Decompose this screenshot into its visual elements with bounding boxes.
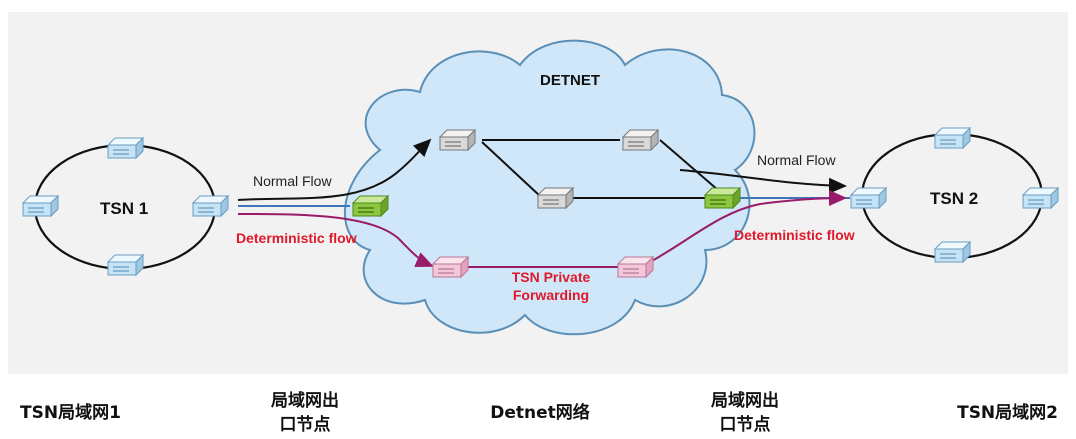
tsn2-switch-bottom	[934, 241, 971, 263]
private-forwarding-line1: TSN Private	[512, 269, 591, 285]
tsn2-label: TSN 2	[930, 189, 978, 208]
caption-egress-left-line2: 口节点	[280, 414, 331, 435]
tsn2-switch-right	[1022, 187, 1059, 209]
private-switch-right	[617, 256, 654, 278]
left-normal-flow-arrow	[237, 138, 432, 201]
core-link-right	[659, 139, 719, 191]
caption-egress-right-line2: 口节点	[720, 414, 771, 435]
caption-tsn-lan-2: TSN局域网2	[957, 402, 1058, 423]
tsn1-switch-left	[22, 195, 59, 217]
core-link-diag	[481, 141, 541, 197]
caption-egress-right-line1: 局域网出	[711, 390, 779, 411]
core-switch-top-right	[622, 129, 659, 151]
normal-flow-label-right: Normal Flow	[757, 152, 836, 168]
right-deterministic-flow-arrow	[649, 190, 847, 263]
core-switch-middle	[537, 187, 574, 209]
deterministic-flow-label-right: Deterministic flow	[734, 227, 855, 243]
deterministic-flow-label-left: Deterministic flow	[236, 230, 357, 246]
left-deterministic-flow-arrow	[237, 213, 434, 268]
left-edge-switch	[352, 195, 389, 217]
tsn1-switch-right	[192, 195, 229, 217]
core-switch-top-left	[439, 129, 476, 151]
private-forwarding-line2: Forwarding	[513, 287, 589, 303]
tsn2-switch-left	[850, 187, 887, 209]
private-switch-left	[432, 256, 469, 278]
tsn2-switch-top	[934, 127, 971, 149]
normal-flow-label-left: Normal Flow	[253, 173, 332, 189]
tsn1-switch-bottom	[107, 254, 144, 276]
cloud-title: DETNET	[540, 72, 600, 89]
caption-egress-left-line1: 局域网出	[271, 390, 339, 411]
tsn1-label: TSN 1	[100, 199, 148, 218]
caption-tsn-lan-1: TSN局域网1	[20, 402, 121, 423]
caption-detnet-network: Detnet网络	[490, 402, 590, 423]
tsn1-switch-top	[107, 137, 144, 159]
right-edge-switch	[704, 187, 741, 209]
right-normal-flow-arrow	[679, 169, 847, 194]
